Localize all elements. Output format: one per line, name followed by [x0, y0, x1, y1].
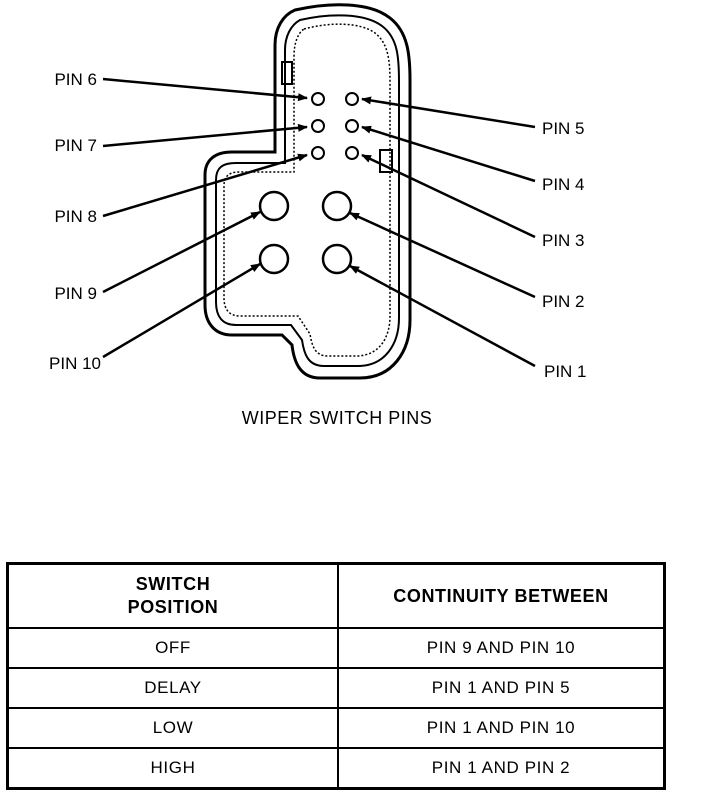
wiper-switch-diagram: PIN 6 PIN 7 PIN 8 PIN 9 PIN 10 PIN 5 PIN… [49, 3, 587, 381]
continuity-cell: PIN 1 AND PIN 5 [337, 667, 666, 709]
pin-3-leader [361, 153, 536, 239]
continuity-cell: PIN 1 AND PIN 2 [337, 747, 666, 790]
pin-5-label: PIN 5 [542, 119, 585, 138]
table-row: LOW PIN 1 AND PIN 10 [6, 707, 666, 749]
pin-4-leader [361, 125, 536, 183]
connector-housing [203, 3, 412, 380]
pin-2-leader [349, 211, 536, 299]
pin-1-leader [349, 264, 536, 368]
table-row: DELAY PIN 1 AND PIN 5 [6, 667, 666, 709]
pin-5-leader [361, 96, 536, 129]
header-switch-line2: POSITION [127, 597, 219, 617]
pin-3-contact [345, 146, 359, 160]
pin-4-label: PIN 4 [542, 175, 585, 194]
pin-3-label: PIN 3 [542, 231, 585, 250]
table-row: OFF PIN 9 AND PIN 10 [6, 627, 666, 669]
pin-9-leader [102, 210, 261, 294]
pin-9-contact [258, 190, 290, 222]
pin-10-leader [102, 262, 261, 359]
pin-6-label: PIN 6 [54, 70, 97, 89]
continuity-table: SWITCH POSITION CONTINUITY BETWEEN OFF P… [6, 562, 666, 790]
continuity-cell: PIN 1 AND PIN 10 [337, 707, 666, 749]
switch-position-cell: DELAY [6, 667, 339, 709]
pin-10-contact [258, 243, 290, 275]
pin-labels: PIN 6 PIN 7 PIN 8 PIN 9 PIN 10 PIN 5 PIN… [49, 70, 587, 381]
small-pin-contacts [311, 92, 359, 160]
switch-position-cell: OFF [6, 627, 339, 669]
table-row: HIGH PIN 1 AND PIN 2 [6, 747, 666, 790]
continuity-cell: PIN 9 AND PIN 10 [337, 627, 666, 669]
pin-1-contact [321, 243, 353, 275]
switch-position-cell: LOW [6, 707, 339, 749]
table-header-row: SWITCH POSITION CONTINUITY BETWEEN [6, 562, 666, 629]
pin-8-contact [311, 146, 325, 160]
switch-position-cell: HIGH [6, 747, 339, 790]
pin-7-label: PIN 7 [54, 136, 97, 155]
pin-5-contact [345, 92, 359, 106]
header-switch-position: SWITCH POSITION [6, 562, 339, 629]
header-switch-line1: SWITCH [135, 574, 211, 594]
pin-2-contact [321, 190, 353, 222]
pin-7-leader [102, 123, 308, 148]
pin-6-contact [311, 92, 325, 106]
pin-7-contact [311, 119, 325, 133]
pin-6-leader [102, 77, 308, 102]
pin-1-label: PIN 1 [544, 362, 587, 381]
pin-2-label: PIN 2 [542, 292, 585, 311]
pin-9-label: PIN 9 [54, 284, 97, 303]
diagram-caption: WIPER SWITCH PINS [241, 408, 433, 428]
pin-4-contact [345, 119, 359, 133]
pin-8-label: PIN 8 [54, 207, 97, 226]
pin-8-leader [102, 153, 308, 218]
header-continuity-between: CONTINUITY BETWEEN [337, 562, 666, 629]
leader-lines [102, 77, 536, 368]
pin-10-label: PIN 10 [49, 354, 101, 373]
large-pin-contacts [258, 190, 353, 275]
